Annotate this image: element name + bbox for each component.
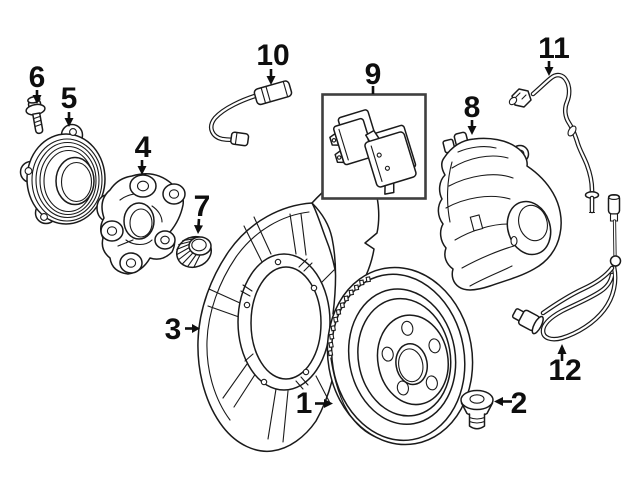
rotor-set-screw-drawing (460, 389, 494, 430)
callout-label-7[interactable]: 7 (194, 190, 211, 223)
callout-label-10[interactable]: 10 (256, 39, 289, 72)
callout-7[interactable]: 7 (194, 190, 211, 234)
callout-label-5[interactable]: 5 (61, 82, 78, 115)
callout-label-8[interactable]: 8 (464, 91, 481, 124)
callout-label-3[interactable]: 3 (165, 313, 182, 346)
callout-label-6[interactable]: 6 (29, 61, 46, 94)
callout-label-11[interactable]: 11 (538, 32, 570, 65)
splash-shield-drawing (197, 173, 380, 453)
brake-rotor-drawing (326, 266, 474, 446)
callout-4[interactable]: 4 (135, 131, 152, 175)
callout-5[interactable]: 5 (61, 82, 78, 127)
brake-hose-drawing (508, 72, 600, 214)
callout-3[interactable]: 3 (165, 313, 200, 346)
callout-label-12[interactable]: 12 (548, 354, 581, 387)
wheel-carrier-drawing (96, 173, 186, 275)
wheel-bearing-drawing (19, 123, 106, 225)
callout-7-arrow (197, 218, 201, 227)
callout-1[interactable]: 1 (296, 387, 333, 420)
callout-8[interactable]: 8 (464, 91, 481, 135)
callout-label-2[interactable]: 2 (511, 387, 528, 420)
callout-6[interactable]: 6 (29, 61, 46, 104)
callout-9[interactable]: 9 (365, 58, 382, 94)
collar-nut-drawing (176, 235, 212, 269)
callout-label-4[interactable]: 4 (135, 131, 152, 164)
abs-speed-sensor-drawing (511, 194, 622, 342)
pad-wear-sensor-drawing (209, 80, 293, 147)
brake-pad-set-drawing (321, 93, 427, 200)
callout-label-1[interactable]: 1 (296, 387, 313, 420)
brake-caliper-drawing (437, 131, 562, 291)
rotor-vent-marks (327, 276, 372, 357)
callout-2[interactable]: 2 (494, 387, 527, 420)
callout-12[interactable]: 12 (548, 344, 582, 387)
callout-label-9[interactable]: 9 (365, 58, 382, 91)
callout-11[interactable]: 11 (538, 32, 570, 76)
front-pad (364, 124, 417, 195)
callout-10[interactable]: 10 (256, 39, 290, 85)
